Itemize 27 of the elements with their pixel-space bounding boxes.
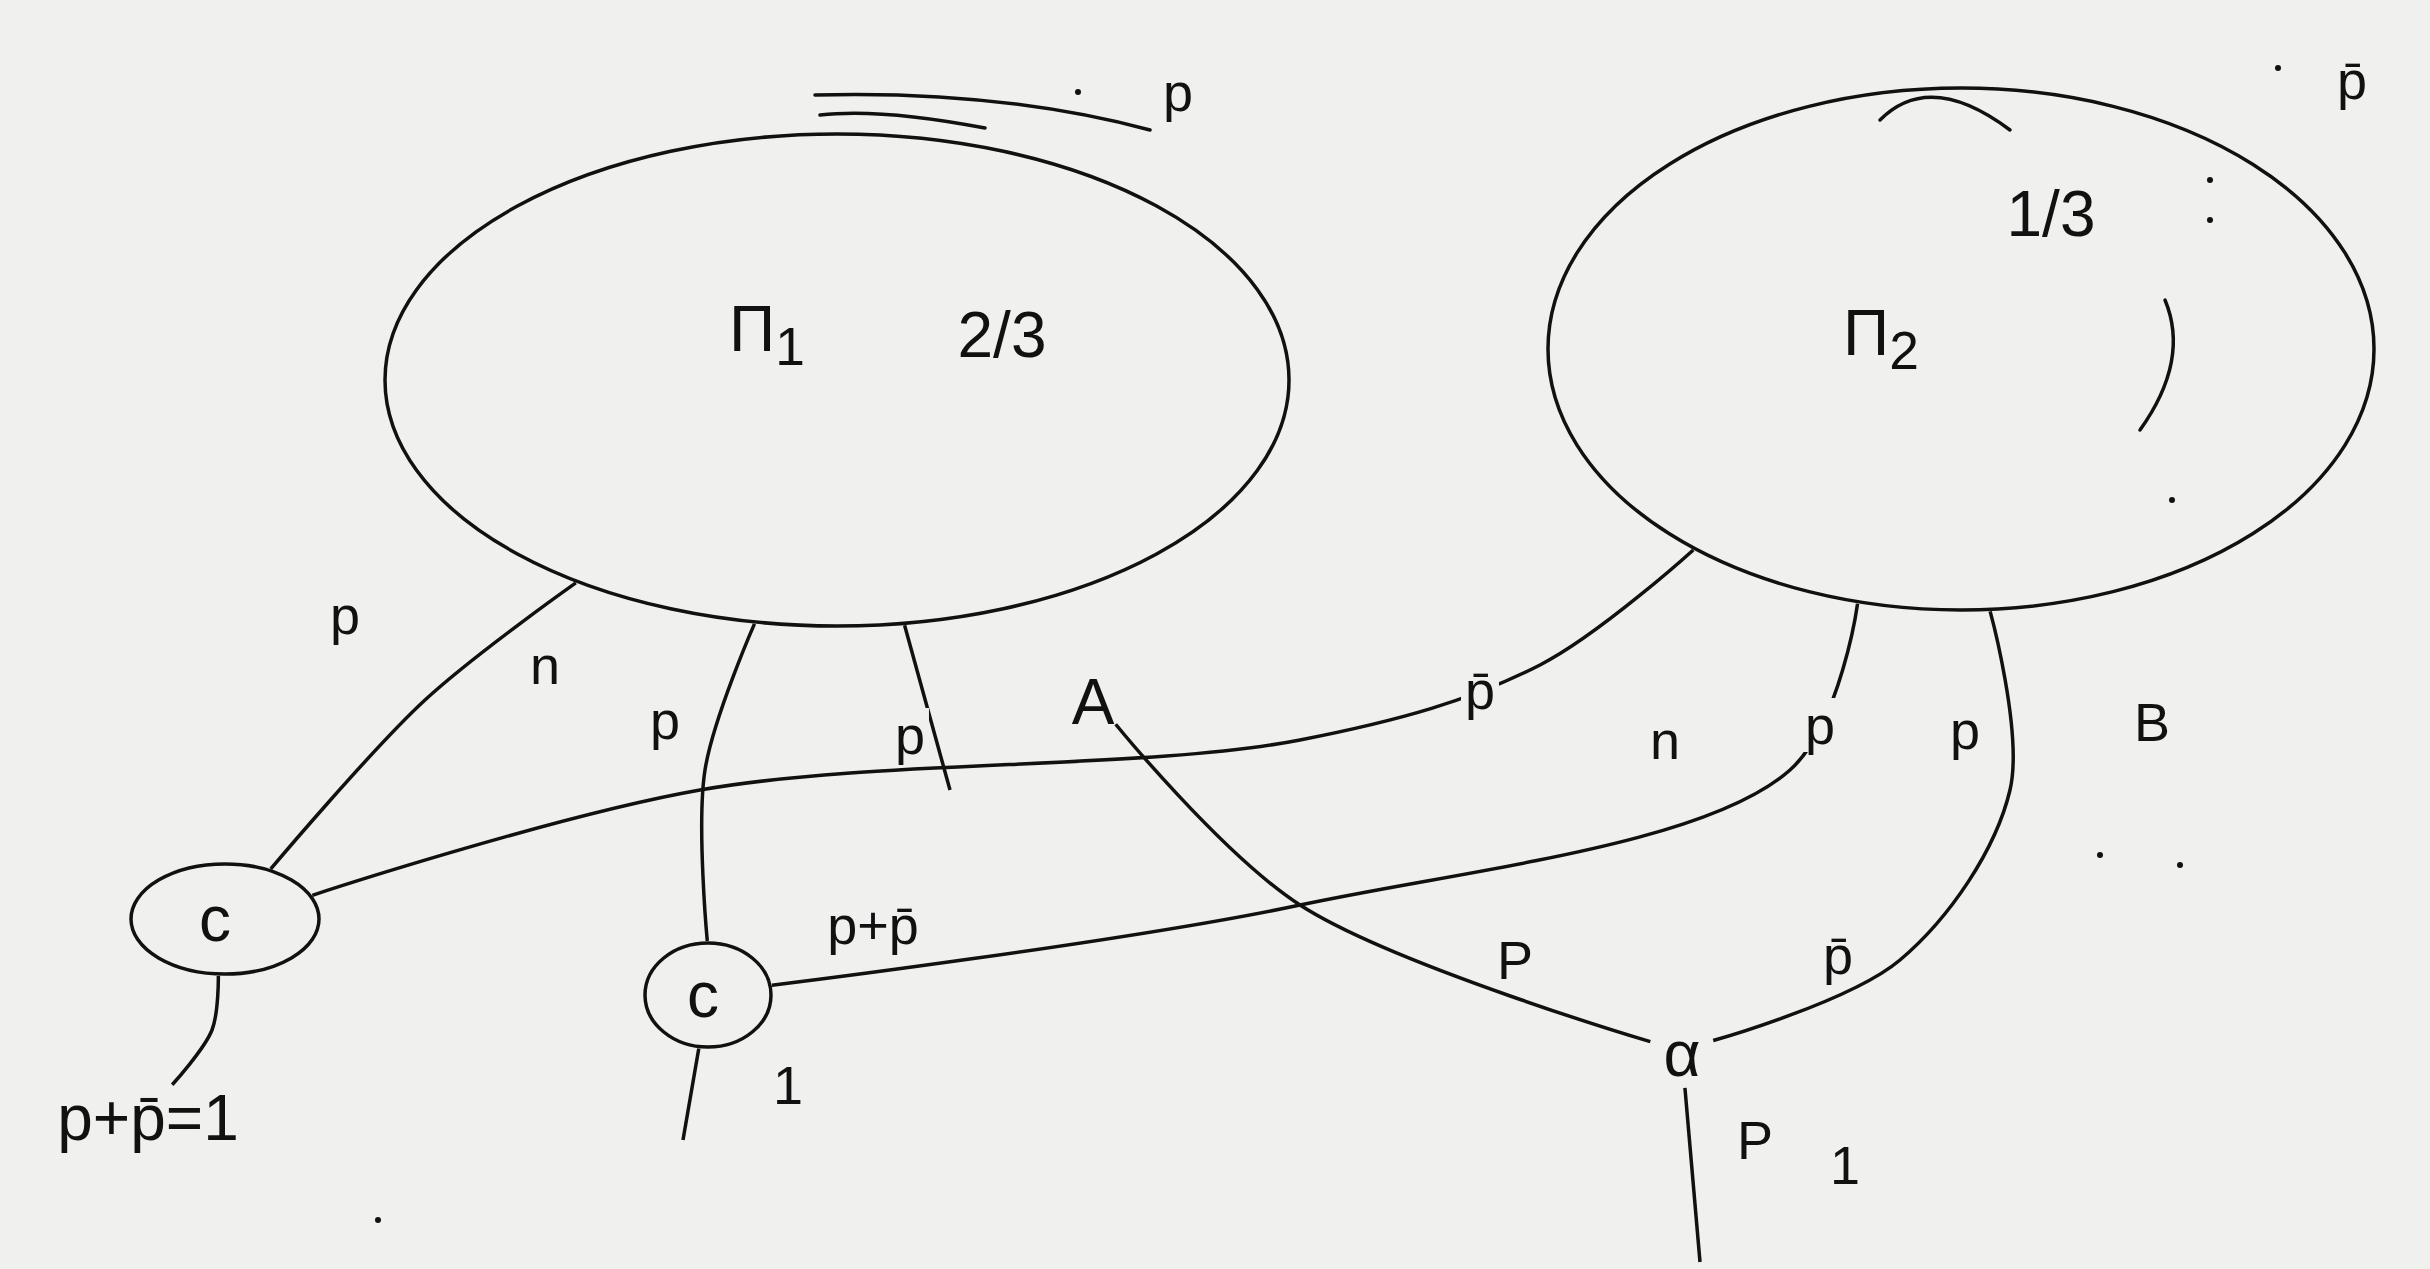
connector-line bbox=[700, 623, 757, 942]
symbol-label: B bbox=[2134, 695, 2170, 749]
node-annotation: 1 bbox=[773, 1058, 803, 1112]
connector-line bbox=[1712, 610, 2015, 1043]
node-label: Π$_{1}$ bbox=[729, 296, 805, 374]
symbol-label: n bbox=[530, 638, 560, 692]
connector-line bbox=[1683, 1087, 1702, 1263]
node-label: 2/3 bbox=[957, 303, 1047, 367]
node-label: c bbox=[199, 887, 231, 951]
node-label: c bbox=[687, 963, 719, 1027]
ellipse-node bbox=[129, 862, 321, 976]
connector-line bbox=[902, 624, 952, 791]
symbol-label: 1 bbox=[1830, 1138, 1860, 1192]
connector-line bbox=[311, 548, 1695, 897]
ellipse-node bbox=[383, 132, 1291, 628]
symbol-label: α bbox=[1663, 1022, 1701, 1086]
connector-line bbox=[269, 581, 577, 871]
ellipse-node bbox=[643, 941, 773, 1049]
node-label: 1/3 bbox=[2006, 182, 2096, 246]
connector-line bbox=[771, 603, 1860, 987]
symbol-label: n bbox=[1650, 713, 1680, 767]
symbol-label: A bbox=[1071, 670, 1115, 734]
symbol-label: P bbox=[1737, 1113, 1773, 1167]
connector-line bbox=[1114, 723, 1651, 1044]
connector-line bbox=[681, 1048, 701, 1141]
connector-line bbox=[170, 975, 221, 1086]
node-label: Π$_{2}$ bbox=[1843, 300, 1919, 378]
